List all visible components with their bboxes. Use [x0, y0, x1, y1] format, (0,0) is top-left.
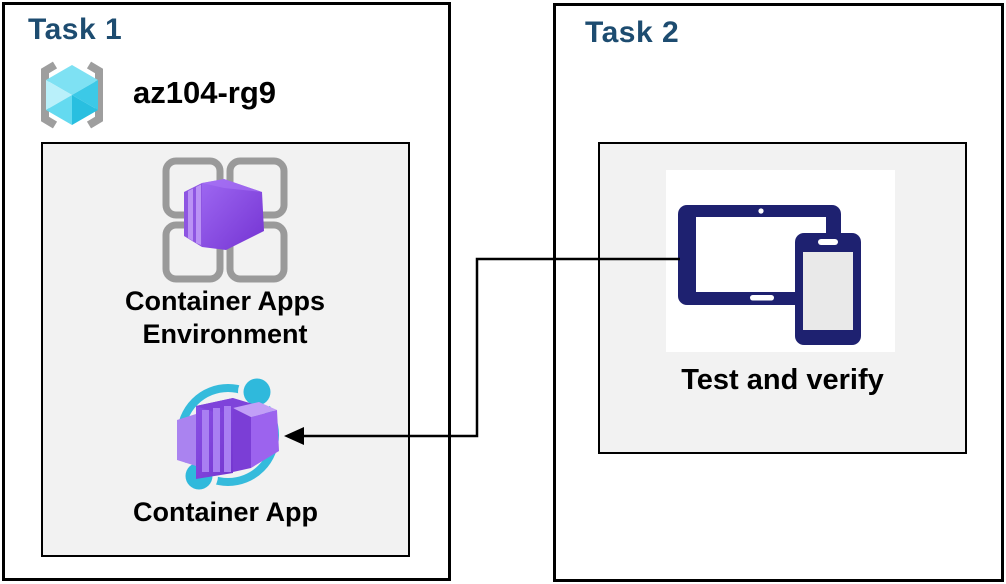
task2-inner-panel: Test and verify [598, 142, 967, 454]
task2-panel: Task 2 Test and verify [553, 3, 1004, 582]
resource-group-name: az104-rg9 [133, 75, 277, 110]
task2-title: Task 2 [585, 16, 680, 49]
tablet-and-phone-icon [678, 205, 861, 345]
container-app-label: Container App [133, 497, 318, 527]
device-plate [666, 170, 895, 352]
resource-group-icon [41, 61, 103, 129]
test-and-verify-label: Test and verify [681, 364, 884, 396]
resource-group: az104-rg9 [33, 57, 413, 133]
task1-title: Task 1 [28, 13, 123, 46]
task1-panel: Task 1 az104-rg9 [2, 2, 451, 581]
container-apps-environment-icon [162, 157, 288, 283]
task1-inner-panel: Container Apps Environment [41, 142, 410, 557]
container-apps-environment-label: Container Apps Environment [124, 286, 325, 349]
container-app-icon [177, 376, 279, 494]
